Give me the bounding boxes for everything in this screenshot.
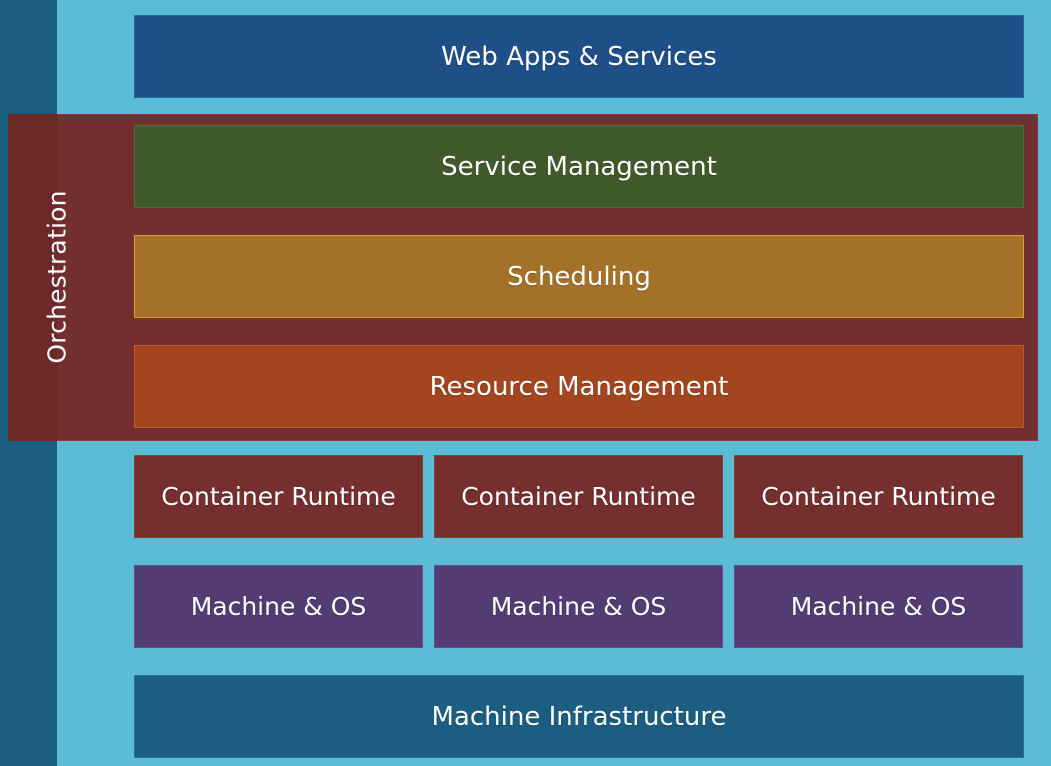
machine-infrastructure-layer: Machine Infrastructure xyxy=(134,675,1024,758)
machine-os-box: Machine & OS xyxy=(734,565,1023,648)
orchestration-label: Orchestration xyxy=(42,190,72,364)
service-management-layer: Service Management xyxy=(134,125,1024,208)
container-runtime-box: Container Runtime xyxy=(434,455,723,538)
resource-management-layer: Resource Management xyxy=(134,345,1024,428)
machine-os-box: Machine & OS xyxy=(434,565,723,648)
machine-os-box: Machine & OS xyxy=(134,565,423,648)
container-runtime-box: Container Runtime xyxy=(134,455,423,538)
container-runtime-box: Container Runtime xyxy=(734,455,1023,538)
scheduling-layer: Scheduling xyxy=(134,235,1024,318)
web-apps-services-layer: Web Apps & Services xyxy=(134,15,1024,98)
orchestration-side-strip xyxy=(8,114,57,441)
